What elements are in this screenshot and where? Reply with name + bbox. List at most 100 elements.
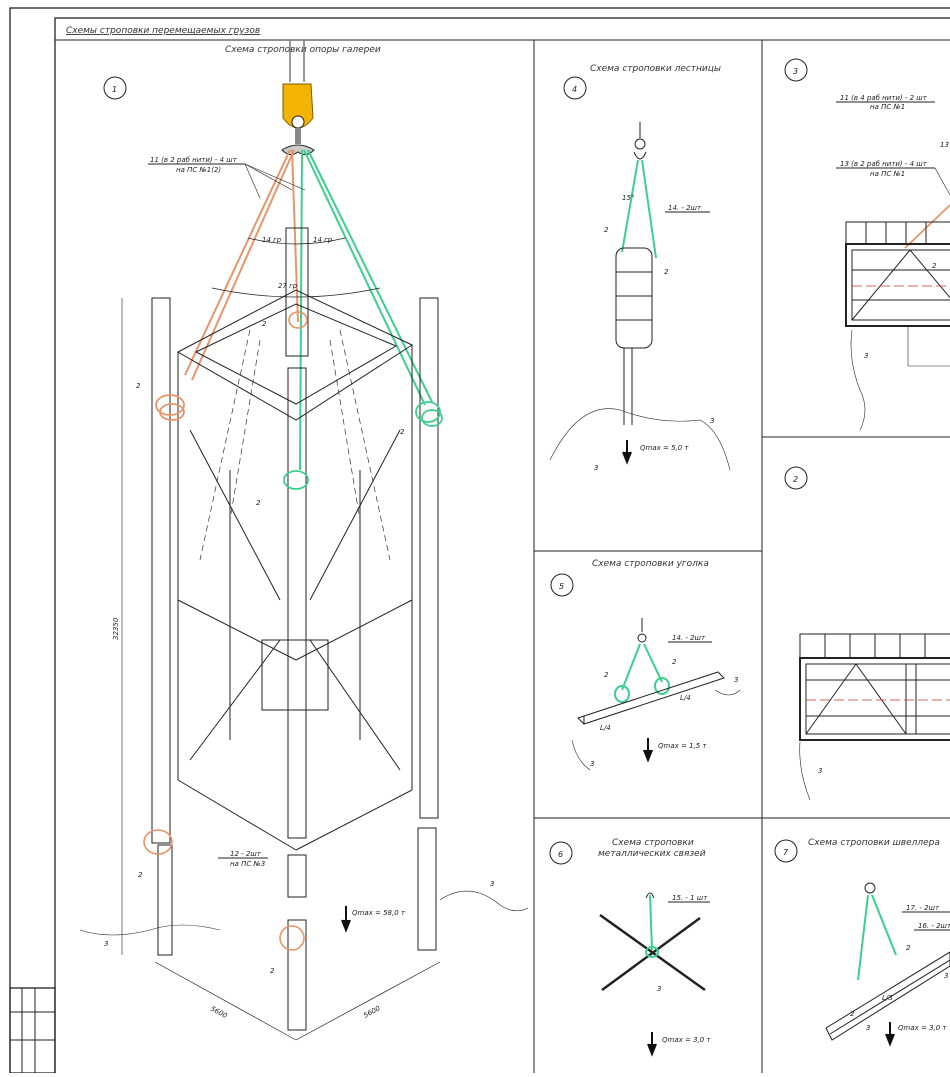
panel-4-number-circle <box>563 76 587 100</box>
p6-qmax: Qmax = 3,0 т <box>662 1036 711 1044</box>
orange-slings <box>184 149 299 381</box>
angle-label-c: 27 гр <box>278 282 298 290</box>
panel-5-number-circle <box>550 573 574 597</box>
svg-text:2: 2 <box>604 226 609 234</box>
panel-6-number-circle <box>549 841 573 865</box>
load-arrow-icon <box>643 738 653 763</box>
panel-6-title-1: Схема строповки <box>612 838 694 848</box>
mark-2: 2 <box>256 499 261 507</box>
p5-frac: L/4 <box>600 724 611 732</box>
mark-3: 3 <box>104 940 108 948</box>
panel-5-number: 5 <box>559 582 564 591</box>
load-arrow-icon <box>341 906 351 933</box>
ladder <box>615 247 653 425</box>
panel-1-gallery-support: Схема строповки опоры галереи 1 11 (в 2 … <box>79 40 529 1041</box>
svg-text:3: 3 <box>818 767 822 775</box>
ladder-sling-label: 14. - 2шт <box>668 204 702 212</box>
sheet-header: Схемы строповки перемещаемых грузов <box>66 26 260 36</box>
load-arrow-icon <box>622 440 632 465</box>
mark-2: 2 <box>270 967 275 975</box>
panel-1-number-circle <box>103 76 127 100</box>
angle-label-a: 14 гр <box>262 236 282 244</box>
qmax-label: Qmax = 58,0 т <box>352 909 406 917</box>
svg-text:2: 2 <box>850 1010 855 1018</box>
panel-2-number-circle <box>784 466 808 490</box>
svg-text:2: 2 <box>664 268 669 276</box>
ladder-sling <box>621 159 657 259</box>
green-loop-center <box>283 470 309 490</box>
svg-text:2: 2 <box>672 658 677 666</box>
p5-sling: 14. - 2шт <box>672 634 706 642</box>
panel-1-title: Схема строповки опоры галереи <box>225 45 381 55</box>
p3-label-3: 13 <box>940 141 949 149</box>
tie-label-1: 12 - 2шт <box>230 850 262 858</box>
panel-1-number: 1 <box>112 85 117 94</box>
svg-text:3: 3 <box>710 417 714 425</box>
panel-7-number-circle <box>774 839 798 863</box>
tower-structure <box>151 227 439 1031</box>
panel-2-number: 2 <box>793 475 798 484</box>
svg-text:3: 3 <box>657 985 661 993</box>
p3-label-2b: на ПС №1 <box>870 170 905 178</box>
sling-label-1: 11 (в 2 раб нити) - 4 шт <box>150 156 238 164</box>
p7-frac: L/3 <box>882 994 893 1002</box>
span-truss <box>845 221 950 327</box>
p5-frac: L/4 <box>680 694 691 702</box>
svg-text:2: 2 <box>932 262 937 270</box>
panel-4-number: 4 <box>572 85 577 94</box>
mark-2: 2 <box>262 320 267 328</box>
p7-sling-1: 17. - 2шт <box>906 904 940 912</box>
p3-label-2a: 13 (в 2 раб нити) - 4 шт <box>840 160 928 168</box>
svg-text:3: 3 <box>590 760 594 768</box>
hook-icon <box>864 882 876 894</box>
sheet-frame <box>9 7 950 1077</box>
orange-loop-top <box>288 311 308 329</box>
mark-2: 2 <box>136 382 141 390</box>
panel-4-ladder: Схема строповки лестницы 4 15° 14. - 2шт… <box>549 64 731 472</box>
panel-6-number: 6 <box>558 850 563 859</box>
load-arrow-icon <box>647 1032 657 1057</box>
panel-3-span: 3 11 (в 4 раб нити) - 2 шт на ПС №1 13 1… <box>784 58 950 431</box>
ladder-angle: 15° <box>622 194 634 202</box>
mark-2: 2 <box>138 871 143 879</box>
base-dim-b: 5600 <box>362 1004 382 1020</box>
p6-sling: 15. - 1 шт <box>672 894 708 902</box>
panel-3-number: 3 <box>793 67 798 76</box>
sling-label-2: на ПС №1(2) <box>176 166 221 174</box>
panel-7-channel: Схема строповки швеллера 7 17. - 2шт 16.… <box>774 838 950 1047</box>
angle-label-b: 14 гр <box>313 236 333 244</box>
panel-5-angle: Схема строповки уголка 5 14. - 2шт 2 2 L… <box>550 559 741 771</box>
svg-text:2: 2 <box>604 671 609 679</box>
panel-6-braces: Схема строповки металлических связей 6 1… <box>549 838 711 1057</box>
orange-loop-bottom <box>143 829 305 951</box>
orange-loop-left <box>155 394 185 421</box>
hook-icon <box>633 122 647 160</box>
svg-text:3: 3 <box>944 972 948 980</box>
load-arrow-icon <box>885 1022 895 1047</box>
p3-label-1b: на ПС №1 <box>870 103 905 111</box>
svg-text:2: 2 <box>906 944 911 952</box>
panel-3-number-circle <box>784 58 808 82</box>
hook-icon <box>637 618 647 643</box>
panel-2-span: 2 3 <box>784 466 950 801</box>
green-loop-right <box>415 401 443 427</box>
panel-grid <box>533 40 950 1073</box>
panel-6-title-2: металлических связей <box>598 849 706 859</box>
height-dimension: 32350 <box>112 617 120 640</box>
p7-qmax: Qmax = 3,0 т <box>898 1024 947 1032</box>
crane-hook-icon <box>281 40 315 156</box>
panel-7-title: Схема строповки швеллера <box>808 838 940 848</box>
svg-text:3: 3 <box>864 352 868 360</box>
p3-label-1a: 11 (в 4 раб нити) - 2 шт <box>840 94 928 102</box>
mark-3: 3 <box>490 880 494 888</box>
tie-label-2: на ПС №3 <box>230 860 265 868</box>
panel-4-title: Схема строповки лестницы <box>590 64 721 74</box>
ladder-qmax: Qmax = 5,0 т <box>640 444 689 452</box>
panel-5-title: Схема строповки уголка <box>592 559 709 569</box>
p5-qmax: Qmax = 1,5 т <box>658 742 707 750</box>
svg-text:3: 3 <box>734 676 738 684</box>
base-dim-a: 5600 <box>209 1005 229 1021</box>
panel-7-number: 7 <box>783 848 789 857</box>
svg-text:3: 3 <box>594 464 598 472</box>
